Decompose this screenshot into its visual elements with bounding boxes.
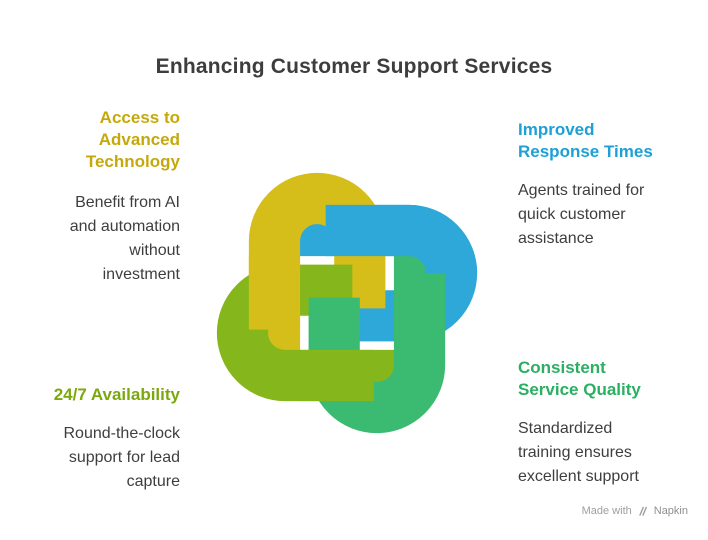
napkin-logo-icon: [639, 506, 647, 516]
section-247-availability: 24/7 Availability Round-the-clock suppor…: [28, 384, 180, 494]
made-with-napkin-credit[interactable]: Made with Napkin: [582, 505, 688, 517]
knot-arm-blue-overlap: [325, 204, 478, 275]
made-with-label: Made with: [581, 505, 632, 517]
section-body: Round-the-clock support for lead capture: [63, 425, 181, 490]
section-body: Agents trained for quick customer assist…: [518, 182, 645, 247]
section-heading: Access to Advanced Technology: [85, 108, 180, 171]
interlocking-knot-graphic: [187, 143, 507, 463]
section-body: Benefit from AI and automation without i…: [69, 194, 180, 283]
section-consistent-service-quality: Consistent Service Quality Standardized …: [518, 357, 696, 489]
section-body: Standardized training ensures excellent …: [518, 420, 639, 485]
section-access-to-advanced-technology: Access to Advanced Technology Benefit fr…: [20, 107, 180, 287]
napkin-brand-label: Napkin: [653, 505, 688, 517]
section-heading: Improved Response Times: [518, 120, 653, 161]
section-improved-response-times: Improved Response Times Agents trained f…: [518, 119, 696, 251]
page-title: Enhancing Customer Support Services: [155, 55, 553, 78]
knot-icon: [216, 172, 478, 434]
section-heading: 24/7 Availability: [53, 385, 180, 404]
section-heading: Consistent Service Quality: [518, 358, 641, 399]
